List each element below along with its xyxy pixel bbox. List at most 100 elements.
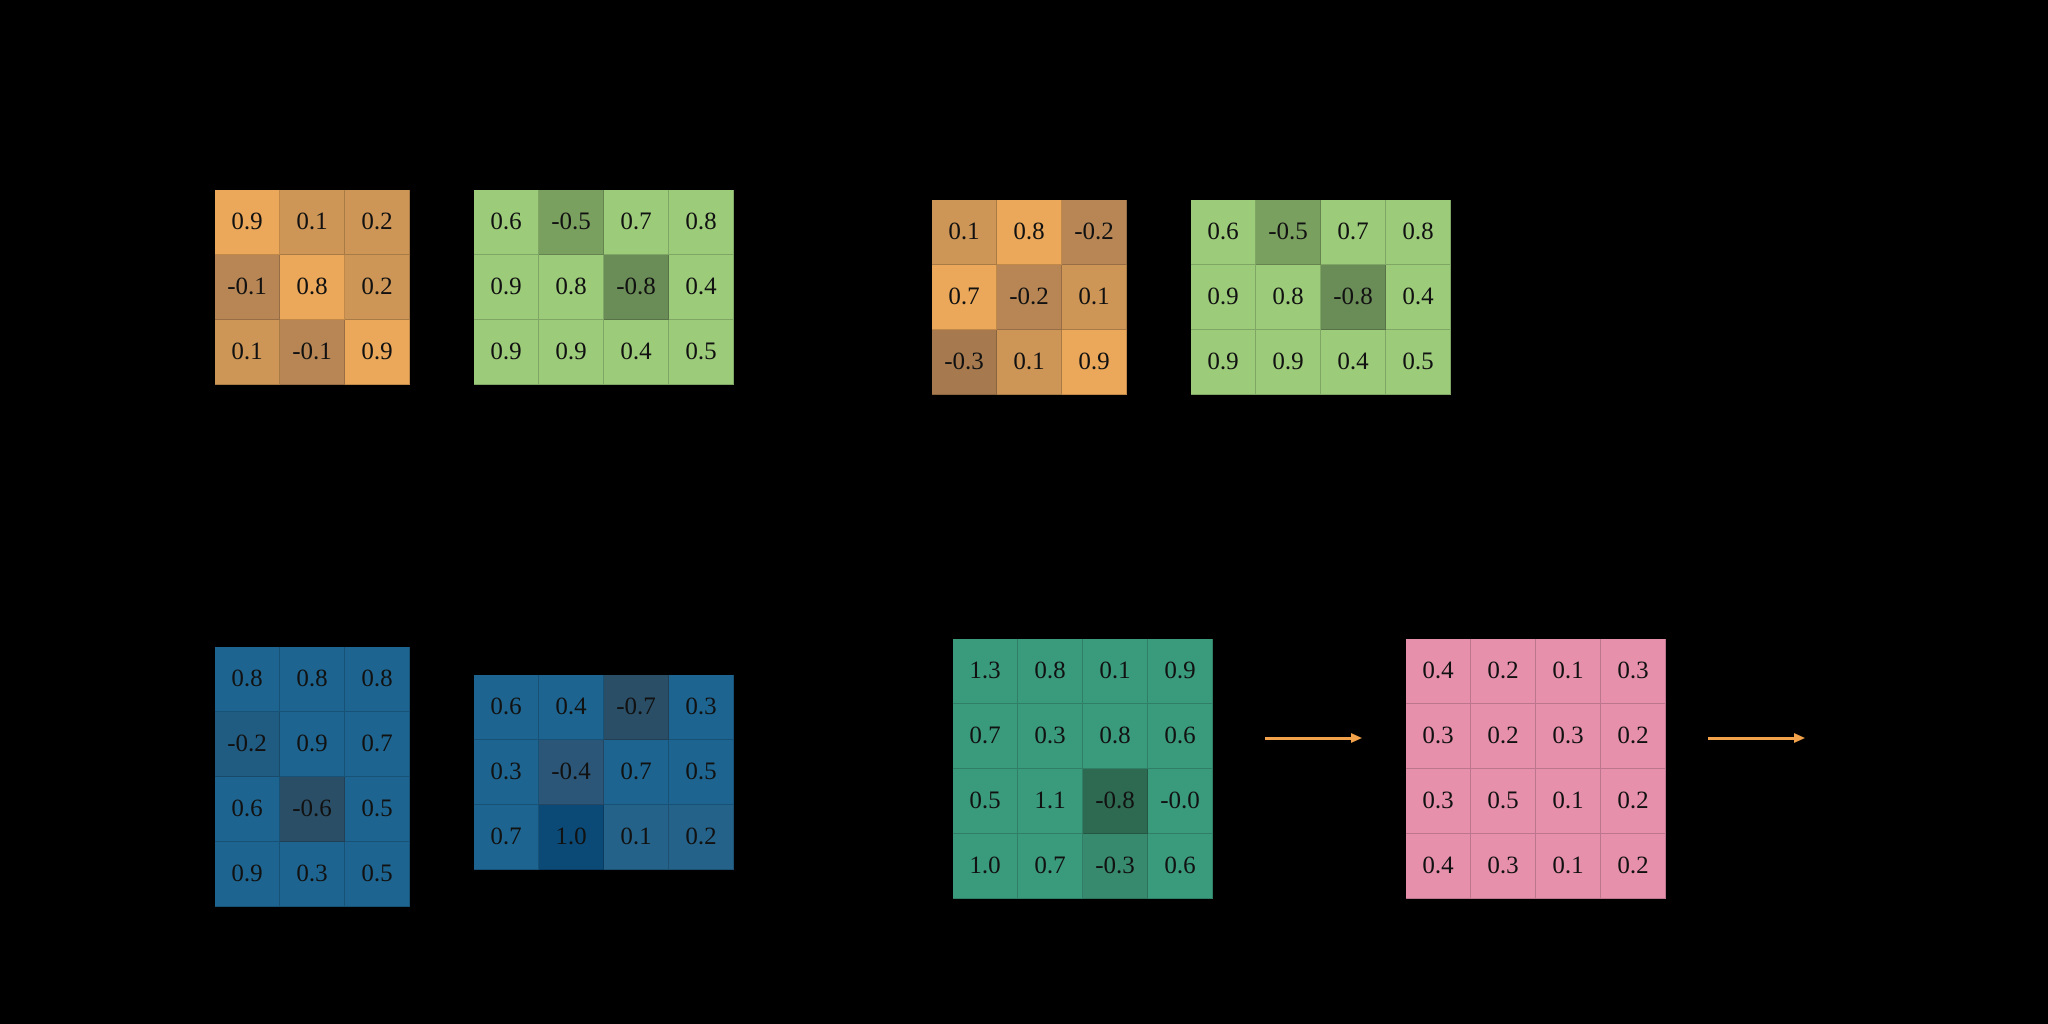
matrix-cell: -0.2: [997, 265, 1062, 330]
matrix-cell: 0.2: [1601, 769, 1666, 834]
matrix-cell: 1.1: [1018, 769, 1083, 834]
matrix-cell: -0.3: [932, 330, 997, 395]
matrix-cell: 0.6: [1148, 834, 1213, 899]
matrix-cell: 0.5: [345, 842, 410, 907]
matrix-cell: -0.2: [1062, 200, 1127, 265]
matrix-cell: 0.5: [345, 777, 410, 842]
matrix-cell: 0.3: [1406, 769, 1471, 834]
matrix-cell: -0.8: [604, 255, 669, 320]
matrix-cell: -0.0: [1148, 769, 1213, 834]
matrix-cell: 0.2: [1471, 704, 1536, 769]
matrix-cell: 0.9: [1191, 330, 1256, 395]
matrix-cell: 0.6: [1191, 200, 1256, 265]
matrix-cell: 0.5: [1471, 769, 1536, 834]
matrix-cell: 0.5: [669, 320, 734, 385]
matrix-cell: 0.3: [474, 740, 539, 805]
matrix-cell: 0.5: [953, 769, 1018, 834]
matrix-cell: 0.5: [1386, 330, 1451, 395]
matrix-cell: 0.9: [539, 320, 604, 385]
matrix-cell: 0.5: [669, 740, 734, 805]
matrix-cell: -0.8: [1321, 265, 1386, 330]
matrix-cell: 0.4: [539, 675, 604, 740]
matrix-cell: -0.1: [280, 320, 345, 385]
matrix-cell: 0.4: [1406, 834, 1471, 899]
matrix-cell: 0.8: [215, 647, 280, 712]
matrix-cell: 0.1: [280, 190, 345, 255]
matrix-cell: 1.0: [953, 834, 1018, 899]
matrix-cell: 0.3: [1406, 704, 1471, 769]
matrix-cell: 0.8: [1018, 639, 1083, 704]
matrix-cell: 0.1: [1536, 769, 1601, 834]
matrix-cell: 0.1: [1083, 639, 1148, 704]
matrix-cell: 0.1: [1062, 265, 1127, 330]
matrix-cell: 0.2: [1601, 834, 1666, 899]
matrix-cell: 0.9: [474, 320, 539, 385]
matrix-cell: 1.3: [953, 639, 1018, 704]
matrix-cell: 0.3: [280, 842, 345, 907]
matrix-cell: 0.3: [1536, 704, 1601, 769]
matrix-cell: 0.1: [1536, 639, 1601, 704]
matrix-cell: 0.6: [1148, 704, 1213, 769]
matrix-cell: -0.6: [280, 777, 345, 842]
matrix-cell: 0.9: [215, 842, 280, 907]
matrix-cell: 0.7: [953, 704, 1018, 769]
matrix-cell: 0.4: [1406, 639, 1471, 704]
matrix-cell: 0.1: [932, 200, 997, 265]
matrix-cell: -0.3: [1083, 834, 1148, 899]
matrix-cell: -0.8: [1083, 769, 1148, 834]
matrix-cell: 0.2: [1471, 639, 1536, 704]
matrix-cell: -0.5: [1256, 200, 1321, 265]
matrix-cell: 0.6: [474, 675, 539, 740]
matrix-cell: 0.1: [604, 805, 669, 870]
matrix-cell: 0.8: [669, 190, 734, 255]
matrix-cell: 0.9: [215, 190, 280, 255]
matrix-cell: 0.3: [669, 675, 734, 740]
matrix-cell: 0.7: [1321, 200, 1386, 265]
matrix-cell: 0.8: [539, 255, 604, 320]
matrix-cell: 0.9: [1148, 639, 1213, 704]
matrix-cell: 0.9: [280, 712, 345, 777]
matrix-cell: 0.9: [474, 255, 539, 320]
matrix-cell: 0.1: [1536, 834, 1601, 899]
matrix-cell: 0.8: [345, 647, 410, 712]
matrix-cell: 0.2: [669, 805, 734, 870]
matrix-cell: 0.7: [604, 190, 669, 255]
matrix-cell: 0.7: [1018, 834, 1083, 899]
matrix-cell: 0.9: [1256, 330, 1321, 395]
matrix-cell: 0.1: [997, 330, 1062, 395]
matrix-cell: -0.7: [604, 675, 669, 740]
matrix-cell: 1.0: [539, 805, 604, 870]
matrix-cell: -0.1: [215, 255, 280, 320]
matrix-cell: 0.4: [604, 320, 669, 385]
matrix-cell: 0.9: [1191, 265, 1256, 330]
matrix-cell: 0.2: [345, 190, 410, 255]
matrix-cell: -0.2: [215, 712, 280, 777]
matrix-cell: 0.3: [1601, 639, 1666, 704]
matrix-cell: 0.7: [604, 740, 669, 805]
matrix-cell: 0.6: [215, 777, 280, 842]
matrix-cell: 0.8: [997, 200, 1062, 265]
matrix-cell: -0.4: [539, 740, 604, 805]
matrix-cell: 0.7: [474, 805, 539, 870]
matrix-cell: 0.7: [345, 712, 410, 777]
matrix-cell: 0.8: [1256, 265, 1321, 330]
matrix-cell: 0.6: [474, 190, 539, 255]
arrow-output-forward: [1708, 733, 1805, 743]
matrix-cell: 0.3: [1018, 704, 1083, 769]
matrix-cell: 0.3: [1471, 834, 1536, 899]
matrix-cell: 0.4: [1321, 330, 1386, 395]
arrow-sum-to-output: [1265, 733, 1362, 743]
matrix-cell: 0.1: [215, 320, 280, 385]
matrix-cell: 0.4: [1386, 265, 1451, 330]
matrix-cell: 0.8: [1386, 200, 1451, 265]
matrix-cell: 0.9: [1062, 330, 1127, 395]
matrix-cell: 0.7: [932, 265, 997, 330]
matrix-cell: 0.2: [345, 255, 410, 320]
